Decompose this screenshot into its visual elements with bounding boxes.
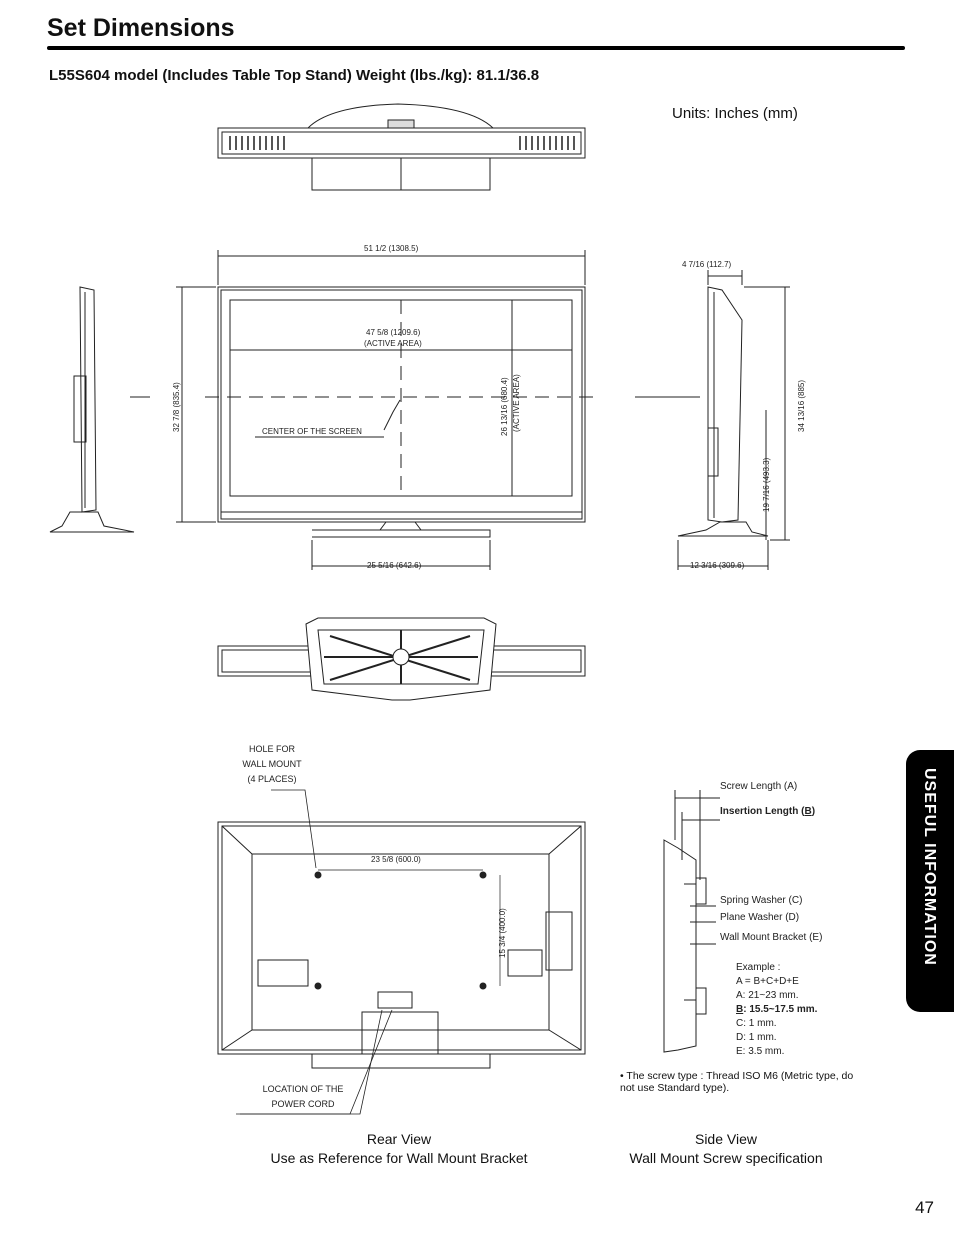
- front-view-drawing: [176, 250, 600, 570]
- stand-depth-dim: 12 3/16 (309.6): [690, 561, 745, 570]
- screw-spec-drawing: [663, 790, 720, 1053]
- active-width-note: (ACTIVE AREA): [364, 339, 422, 348]
- depth-top-dim: 4 7/16 (112.7): [682, 260, 732, 269]
- left-side-view-drawing: [49, 286, 150, 533]
- useful-information-tab: USEFUL INFORMATION: [906, 750, 954, 1012]
- screw-example-block: Example : A = B+C+D+E A: 21~23 mm. B: 15…: [736, 962, 818, 1057]
- side-view-caption: Side View Wall Mount Screw specification: [629, 1131, 823, 1166]
- active-height-note: (ACTIVE AREA): [512, 374, 521, 432]
- center-height-dim: 19 7/16 (493.3): [762, 457, 771, 512]
- page-number: 47: [915, 1198, 934, 1217]
- wall-mount-hole-label: HOLE FOR WALL MOUNT (4 PLACES): [242, 744, 302, 784]
- insertion-length-label: Insertion Length (B): [720, 806, 816, 817]
- stand-width-dim: 25 5/16 (642.6): [367, 561, 422, 570]
- units-label: Units: Inches (mm): [672, 105, 798, 122]
- total-height-dim: 34 13/16 (885): [797, 379, 806, 432]
- hole-spacing-vertical: 15 3/4 (400.0): [498, 908, 507, 958]
- center-of-screen-label: CENTER OF THE SCREEN: [262, 427, 362, 436]
- model-weight-line: L55S604 model (Includes Table Top Stand)…: [49, 67, 540, 84]
- right-side-view-drawing: [635, 270, 790, 570]
- title-rule: [47, 46, 905, 50]
- plane-washer-label: Plane Washer (D): [720, 912, 800, 923]
- bottom-view-drawing: [217, 617, 586, 701]
- power-cord-label: LOCATION OF THE POWER CORD: [262, 1084, 344, 1109]
- overall-height-dim: 32 7/8 (835.4): [172, 382, 181, 432]
- overall-width-dim: 51 1/2 (1308.5): [364, 244, 419, 253]
- hole-spacing-horizontal: 23 5/8 (600.0): [371, 855, 421, 864]
- page-title: Set Dimensions: [47, 14, 235, 42]
- wall-bracket-label: Wall Mount Bracket (E): [720, 932, 823, 943]
- screw-type-note: • The screw type : Thread ISO M6 (Metric…: [620, 1070, 854, 1094]
- spring-washer-label: Spring Washer (C): [720, 895, 803, 906]
- active-width-dim: 47 5/8 (1209.6): [366, 328, 421, 337]
- top-view-drawing: [217, 103, 586, 191]
- active-height-dim: 26 13/16 (680.4): [500, 377, 509, 436]
- screw-length-label: Screw Length (A): [720, 781, 798, 792]
- rear-view-drawing: [217, 789, 586, 1115]
- rear-view-caption: Rear View Use as Reference for Wall Moun…: [270, 1131, 528, 1166]
